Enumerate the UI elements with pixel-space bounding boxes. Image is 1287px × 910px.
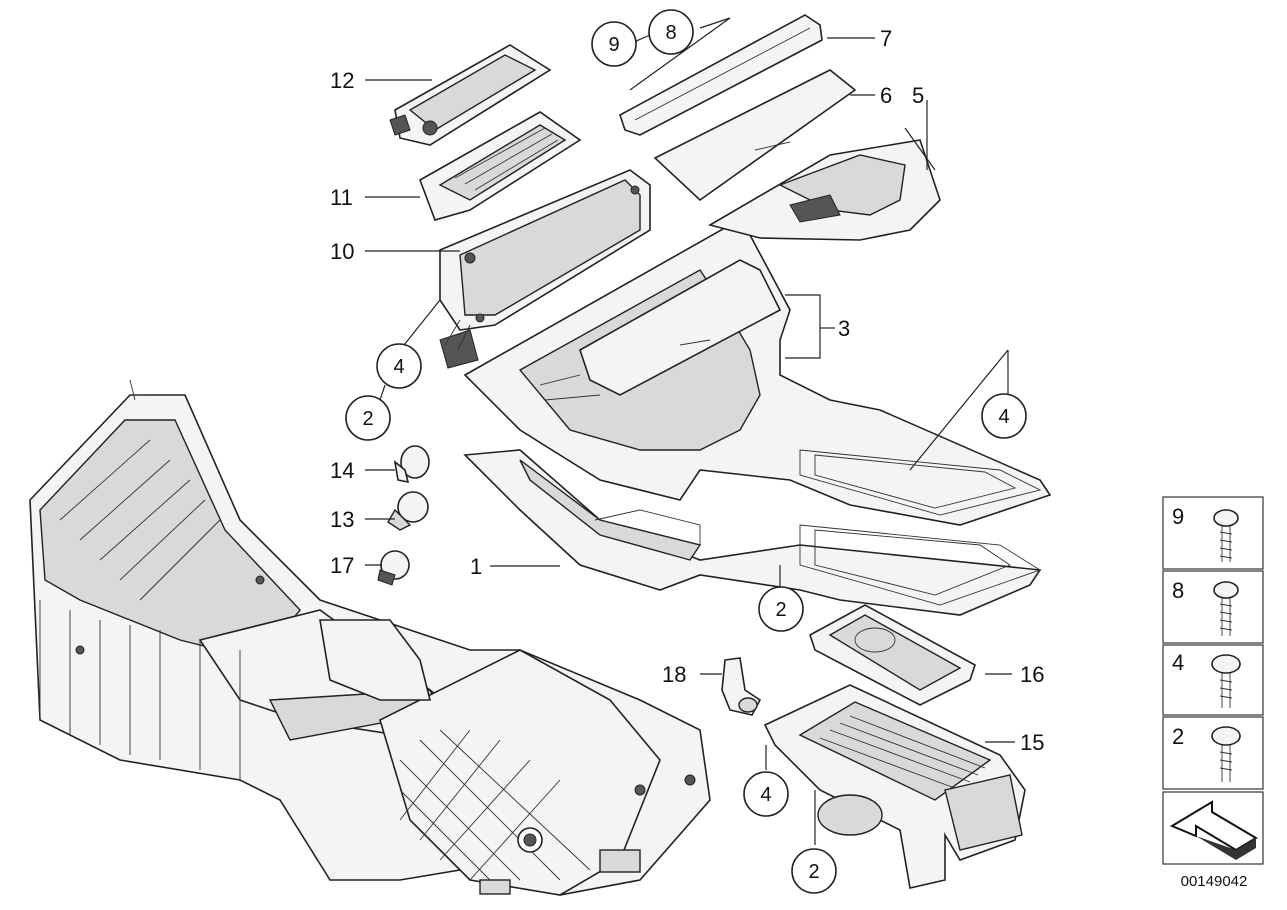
svg-text:8: 8 [1172, 578, 1184, 603]
screw-legend-9: 9 [1162, 496, 1264, 570]
storage-tray-grille [419, 111, 582, 221]
callout-10: 10 [330, 239, 354, 264]
callout-6: 6 [880, 83, 892, 108]
callout-3: 3 [838, 316, 850, 341]
callout-labels: 12 11 10 7 6 5 3 14 13 17 1 18 16 15 [330, 26, 1044, 755]
callout-circle-8: 8 [648, 9, 694, 55]
cupholder-insert [809, 604, 976, 706]
callout-circle-2-storage: 2 [791, 848, 837, 894]
callout-15: 15 [1020, 730, 1044, 755]
callout-18: 18 [662, 662, 686, 687]
svg-text:2: 2 [775, 599, 786, 621]
svg-text:2: 2 [1172, 724, 1184, 749]
screw-legend: 9 8 4 2 00149042 [1162, 496, 1264, 890]
navigation-unit [439, 169, 651, 369]
svg-text:9: 9 [1172, 504, 1184, 529]
svg-text:2: 2 [808, 861, 819, 883]
body-frame-structure [29, 379, 711, 896]
storage-compartment [763, 684, 1026, 889]
lighter-socket-13 [387, 491, 429, 531]
direction-arrow-icon [1162, 791, 1264, 865]
callout-circle-2-trim: 2 [758, 586, 804, 632]
callout-13: 13 [330, 507, 354, 532]
callout-circle-4-storage: 4 [743, 771, 789, 817]
callout-16: 16 [1020, 662, 1044, 687]
console-cover-panel [653, 69, 857, 202]
center-console-trim-upper [463, 224, 1052, 526]
diagram-code: 00149042 [1181, 873, 1248, 890]
rail-strip [619, 14, 823, 136]
screw-legend-8: 8 [1162, 570, 1264, 644]
callout-circle-4-console: 4 [981, 393, 1027, 439]
circled-callouts: 9 8 4 4 4 2 2 2 [345, 9, 1027, 894]
screw-legend-2: 2 [1162, 716, 1264, 790]
socket-cap-14 [393, 445, 430, 484]
center-console-trim-lower [463, 449, 1042, 616]
svg-text:2: 2 [362, 408, 373, 430]
svg-text:4: 4 [393, 356, 404, 378]
clip-17 [377, 550, 410, 586]
svg-text:9: 9 [608, 34, 619, 56]
screw-legend-4: 4 [1162, 644, 1264, 716]
callout-11: 11 [330, 185, 353, 210]
callout-1: 1 [470, 554, 482, 579]
ashtray-insert [389, 44, 552, 146]
leader-lines [365, 17, 1015, 845]
callout-5: 5 [912, 83, 924, 108]
callout-7: 7 [880, 26, 892, 51]
callout-14: 14 [330, 458, 354, 483]
bracket-18 [721, 657, 762, 716]
svg-text:4: 4 [1172, 650, 1184, 675]
console-top-cover [707, 139, 941, 241]
callout-17: 17 [330, 553, 354, 578]
callout-circle-2-socket: 2 [345, 395, 391, 441]
svg-text:8: 8 [665, 22, 676, 44]
callout-12: 12 [330, 68, 354, 93]
svg-text:4: 4 [998, 406, 1009, 428]
callout-circle-9: 9 [591, 21, 637, 67]
svg-text:4: 4 [760, 784, 771, 806]
callout-circle-4-nav: 4 [376, 343, 422, 389]
